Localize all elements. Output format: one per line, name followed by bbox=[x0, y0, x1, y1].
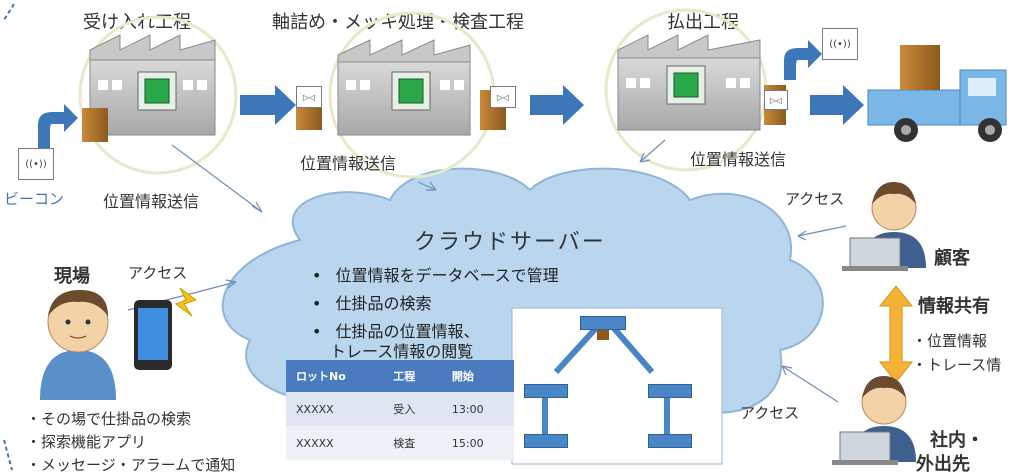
cloud-bullet: 仕掛品の検索 bbox=[312, 290, 559, 314]
sharing-item: ・トレース情 bbox=[912, 356, 1002, 374]
factory-receiving bbox=[78, 15, 238, 175]
customer-illustration bbox=[842, 182, 926, 271]
lot-table-header-row: ロットNo 工程 開始 bbox=[286, 360, 514, 392]
lot-table-header: 工程 bbox=[383, 360, 442, 392]
table-cell: 15:00 bbox=[441, 426, 514, 460]
internal-staff-illustration bbox=[832, 376, 916, 465]
factory-shipping bbox=[604, 8, 786, 172]
cloud-bullet: 位置情報をデータベースで管理 bbox=[312, 262, 558, 286]
table-cell: 検査 bbox=[383, 426, 442, 460]
factory-processing bbox=[296, 11, 506, 179]
flowchart-node-bottom-right bbox=[648, 434, 692, 448]
field-worker-illustration bbox=[40, 290, 116, 400]
sharing-item: ・位置情報 bbox=[912, 332, 988, 350]
position-send-label-2: 位置情報送信 bbox=[300, 154, 397, 173]
flowchart-node-right bbox=[648, 384, 692, 398]
flowchart-connectors bbox=[542, 323, 670, 434]
table-row: XXXXX 検査 15:00 bbox=[286, 426, 514, 460]
customer-title: 顧客 bbox=[934, 248, 970, 269]
cloud-title: クラウドサーバー bbox=[414, 230, 606, 255]
table-cell: XXXXX bbox=[286, 392, 384, 426]
field-note: ・探索機能アプリ bbox=[26, 433, 147, 451]
flowchart-node-bottom-left bbox=[524, 434, 568, 448]
cloud-bullet: 仕掛品の位置情報、 bbox=[312, 318, 559, 342]
sharing-title: 情報共有 bbox=[918, 296, 990, 317]
truck bbox=[867, 45, 1007, 142]
table-cell: 受入 bbox=[383, 392, 442, 426]
border-dash-bottom bbox=[3, 439, 13, 471]
internal-title-line1: 社内・ bbox=[930, 430, 984, 451]
access-label-left: アクセス bbox=[128, 264, 188, 282]
tag-icon-shipping: ▷◁ bbox=[764, 90, 788, 110]
access-label-top-right: アクセス bbox=[785, 190, 845, 208]
lot-table: ロットNo 工程 開始 XXXXX 受入 13:00 XXXXX 検査 15:0… bbox=[286, 360, 514, 460]
table-cell: XXXXX bbox=[286, 426, 384, 460]
cloud-bullet-list: 位置情報をデータベースで管理 仕掛品の検索 仕掛品の位置情報、 bbox=[312, 262, 559, 346]
flow-arrows bbox=[38, 40, 864, 150]
field-note: ・その場で仕掛品の検索 bbox=[26, 410, 192, 428]
field-title: 現場 bbox=[54, 266, 90, 287]
sharing-double-arrow bbox=[878, 285, 914, 383]
flowchart-box-icon bbox=[597, 330, 609, 340]
table-cell: 13:00 bbox=[441, 392, 514, 426]
flowchart-node-left bbox=[524, 384, 568, 398]
smartphone-illustration bbox=[134, 287, 198, 370]
beacon-label: ビーコン bbox=[4, 190, 65, 208]
lot-table-header: ロットNo bbox=[286, 360, 384, 392]
thin-arrows bbox=[127, 139, 847, 403]
lot-table-header: 開始 bbox=[441, 360, 514, 392]
internal-title-line2: 外出先 bbox=[916, 454, 970, 475]
beacon-icon-shipping: ((•)) bbox=[822, 28, 858, 60]
tag-icon-right: ▷◁ bbox=[490, 86, 516, 108]
flowchart-node-top bbox=[580, 316, 626, 330]
border-dash-top bbox=[3, 3, 15, 21]
tag-icon-left: ▷◁ bbox=[296, 86, 322, 108]
position-send-label-1: 位置情報送信 bbox=[103, 192, 200, 211]
access-label-bottom-right: アクセス bbox=[740, 404, 800, 422]
beacon-icon: ((•)) bbox=[18, 148, 54, 180]
cloud-bullet-continuation: トレース情報の閲覧 bbox=[330, 342, 474, 361]
field-note: ・メッセージ・アラームで通知 bbox=[26, 456, 236, 474]
position-send-label-3: 位置情報送信 bbox=[690, 150, 787, 169]
table-row: XXXXX 受入 13:00 bbox=[286, 392, 514, 426]
